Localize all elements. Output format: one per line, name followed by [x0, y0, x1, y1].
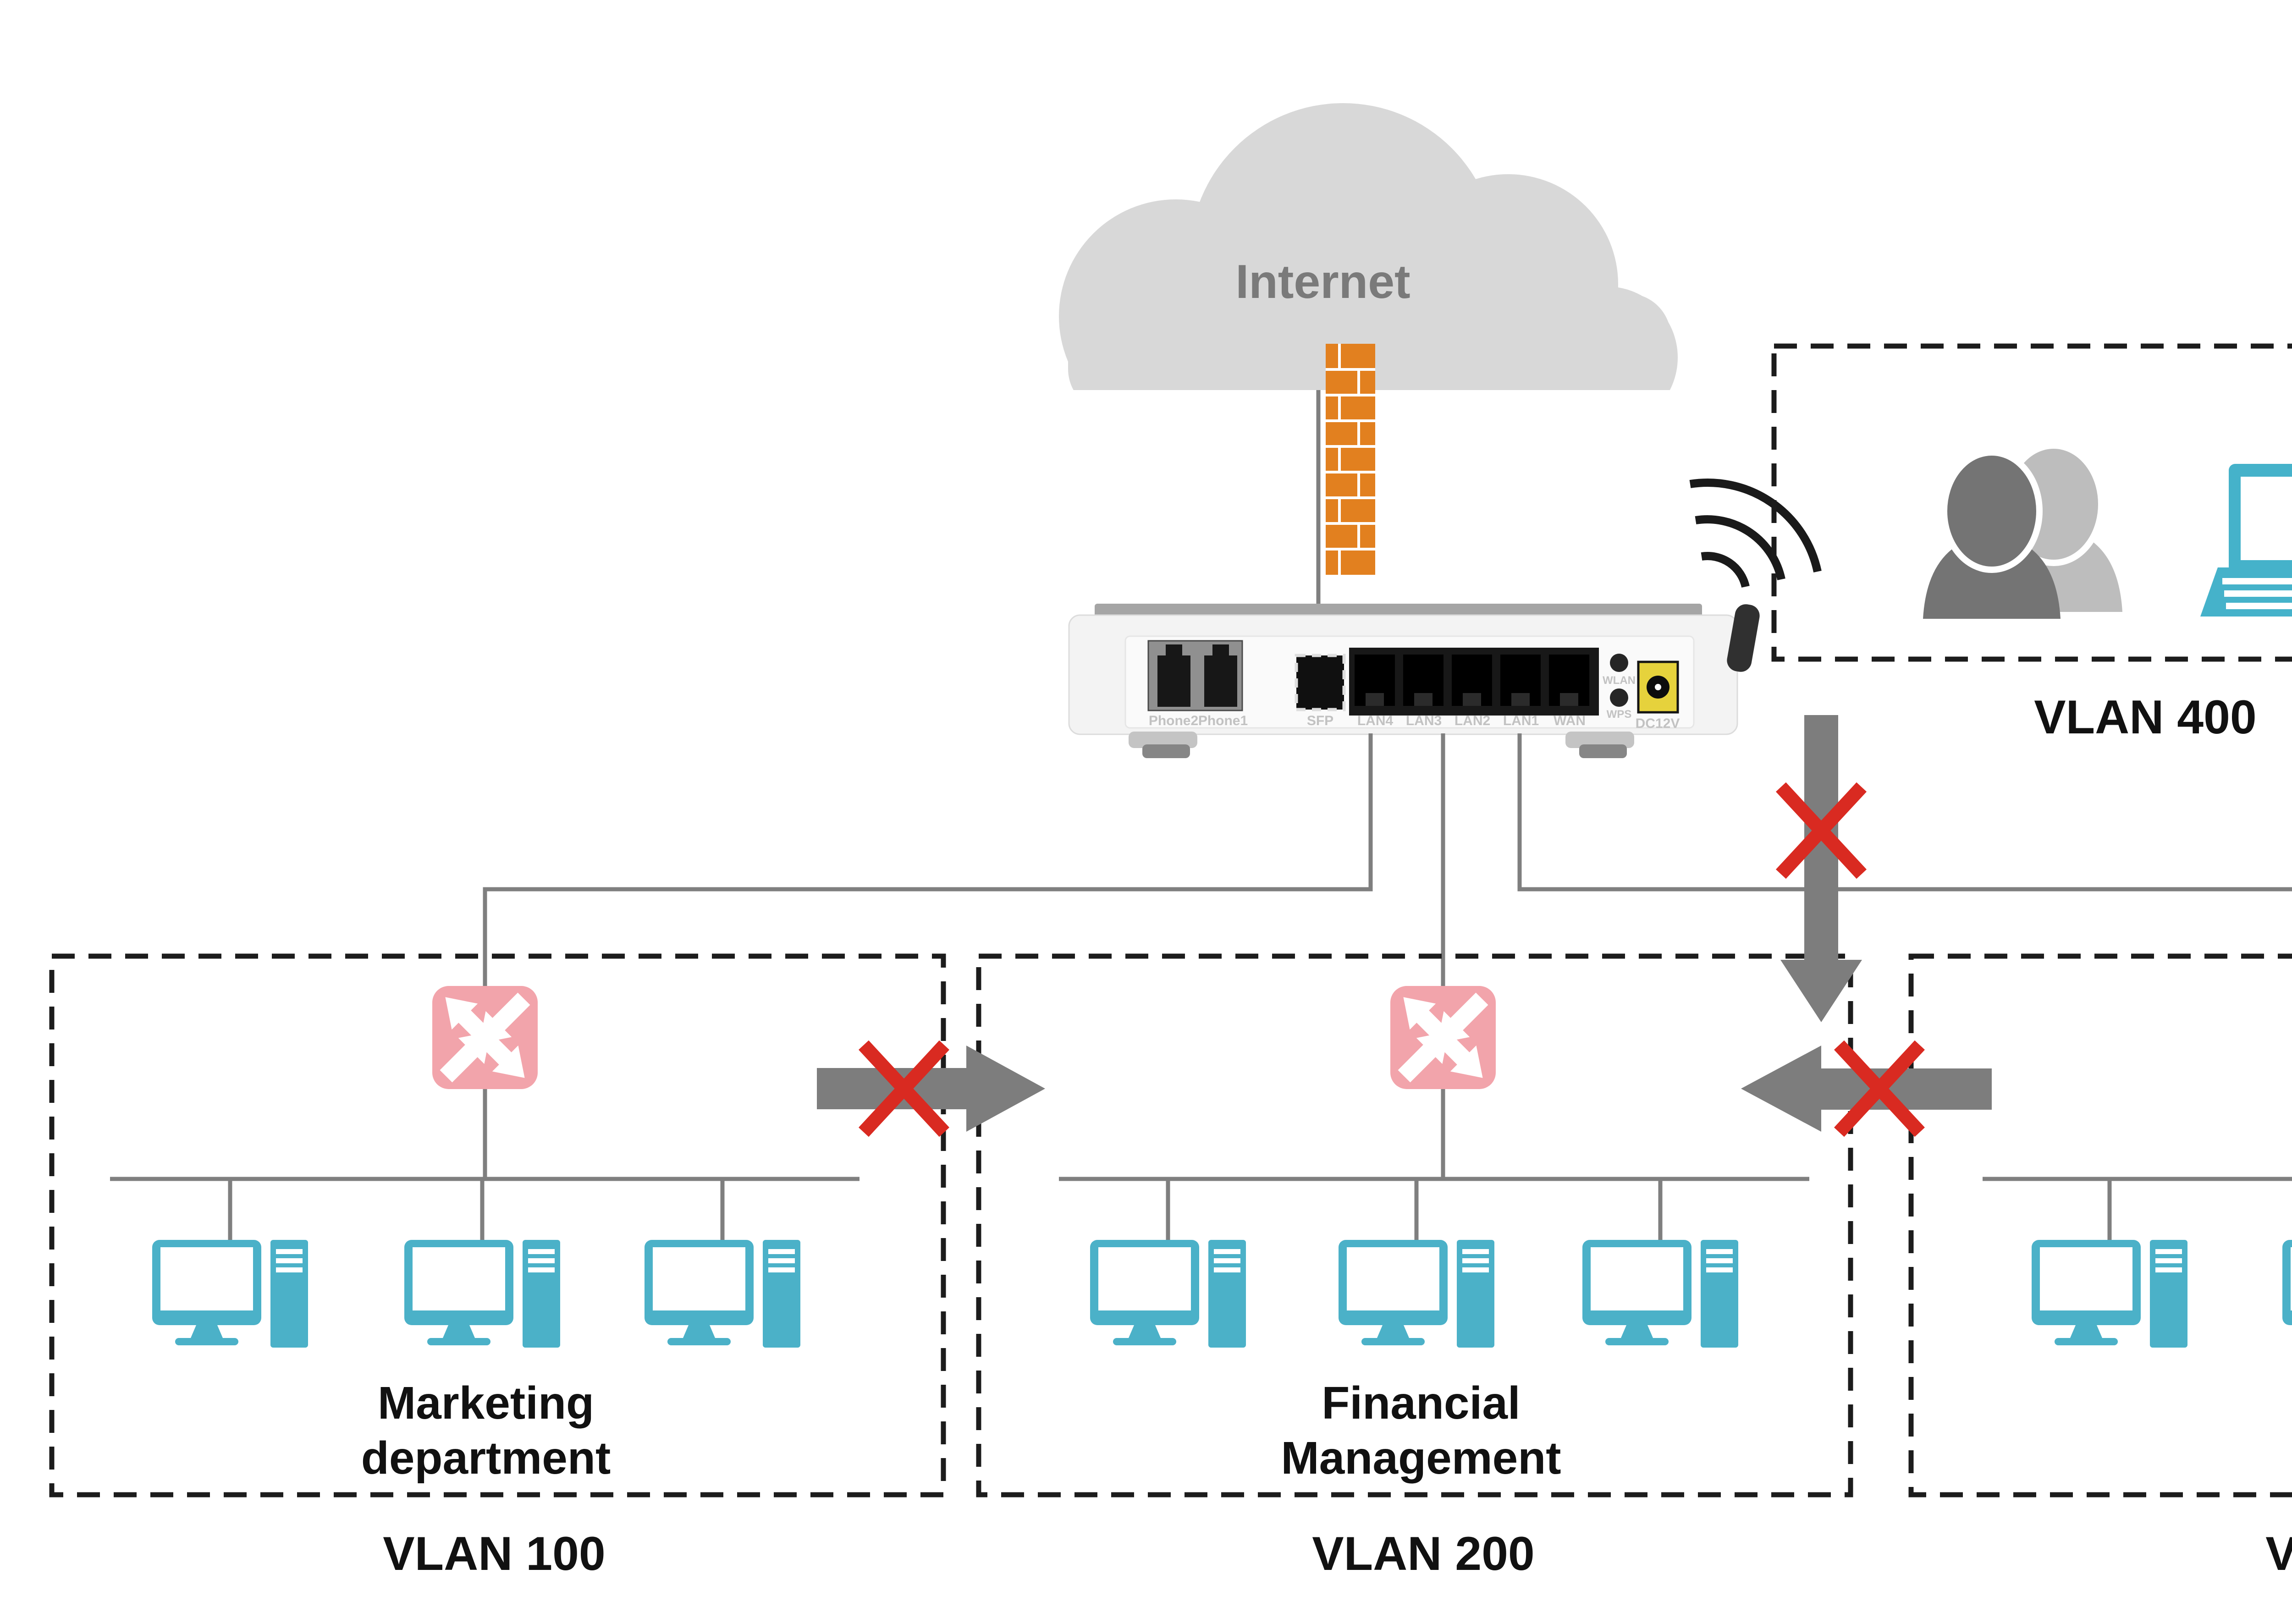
vlan200-department-line2: Management	[1281, 1432, 1561, 1484]
vlan200-box	[976, 953, 1853, 1497]
port-label-wan: WAN	[1554, 713, 1586, 728]
wps-button	[1610, 688, 1628, 707]
vlan300-label: VLAN 300	[2265, 1527, 2292, 1580]
vlan100-box	[49, 953, 946, 1497]
internet-cloud-icon: Internet	[1059, 103, 1678, 390]
vlan100-label: VLAN 100	[383, 1527, 606, 1580]
connection-lines	[110, 733, 2292, 1240]
vlan-200-group: Financial Management VLAN 200	[976, 953, 1853, 1580]
port-label-sfp: SFP	[1307, 713, 1333, 728]
vlan100-department-line1: Marketing	[378, 1377, 594, 1429]
dc-power-jack	[1637, 661, 1679, 714]
computer-icon	[1339, 1240, 1494, 1348]
port-label-lan1: LAN1	[1503, 713, 1539, 728]
vlan400-label: VLAN 400	[2034, 691, 2257, 744]
guest-laptop-icon	[2200, 464, 2292, 617]
port-label-lan3: LAN3	[1406, 713, 1442, 728]
router-buttons: WLAN WPS DC12V	[1603, 654, 1680, 731]
router-antenna	[1727, 604, 1760, 672]
computer-icon	[2032, 1240, 2187, 1348]
vlan-300-group: R&D VLAN 300	[1908, 953, 2292, 1580]
guest-box	[1771, 343, 2292, 662]
router-device: Phone2 Phone1 SFP LAN4 LAN3 LAN2 LAN1 WA…	[1068, 604, 1760, 758]
firewall-icon	[1326, 344, 1375, 575]
guest-area: Guest VLAN 400	[1771, 343, 2292, 744]
blocked-x-icon	[858, 1040, 950, 1137]
computer-icon	[645, 1240, 800, 1348]
vlan200-label: VLAN 200	[1312, 1527, 1535, 1580]
internet-label: Internet	[1235, 255, 1410, 308]
guest-users-icon	[1923, 446, 2122, 619]
computer-icon	[1090, 1240, 1246, 1348]
router-sfp-port: SFP	[1295, 654, 1346, 728]
blocked-x-icon	[1775, 782, 1867, 879]
port-label-phone1: Phone1	[1198, 713, 1248, 728]
port-label-lan4: LAN4	[1357, 713, 1394, 728]
port-label-phone2: Phone2	[1149, 713, 1198, 728]
wlan-button	[1610, 654, 1628, 672]
router-lan-ports: LAN4 LAN3 LAN2 LAN1 WAN	[1349, 648, 1599, 728]
blocked-x-icon	[1834, 1040, 1925, 1137]
vlan200-department-line1: Financial	[1322, 1377, 1520, 1429]
computer-icon	[152, 1240, 308, 1348]
computer-icon	[2282, 1240, 2292, 1348]
computer-icon	[404, 1240, 560, 1348]
switch-icon	[1390, 984, 1496, 1091]
port-label-wps: WPS	[1607, 708, 1632, 721]
blocked-arrow-left	[1741, 1046, 1992, 1132]
computer-icon	[1582, 1240, 1738, 1348]
blocked-arrow-right	[817, 1046, 1045, 1132]
vlan-100-group: Marketing department VLAN 100	[49, 953, 946, 1580]
port-label-dc12v: DC12V	[1636, 716, 1680, 731]
router-phone-ports: Phone2 Phone1	[1147, 640, 1248, 728]
blocked-arrow-down	[1780, 715, 1862, 1022]
vlan100-department-line2: department	[361, 1432, 611, 1484]
port-label-wlan: WLAN	[1603, 674, 1636, 687]
switch-icon	[432, 984, 538, 1091]
port-label-lan2: LAN2	[1455, 713, 1490, 728]
vlan300-box	[1908, 953, 2292, 1497]
wifi-signal-icon	[1689, 478, 1822, 588]
